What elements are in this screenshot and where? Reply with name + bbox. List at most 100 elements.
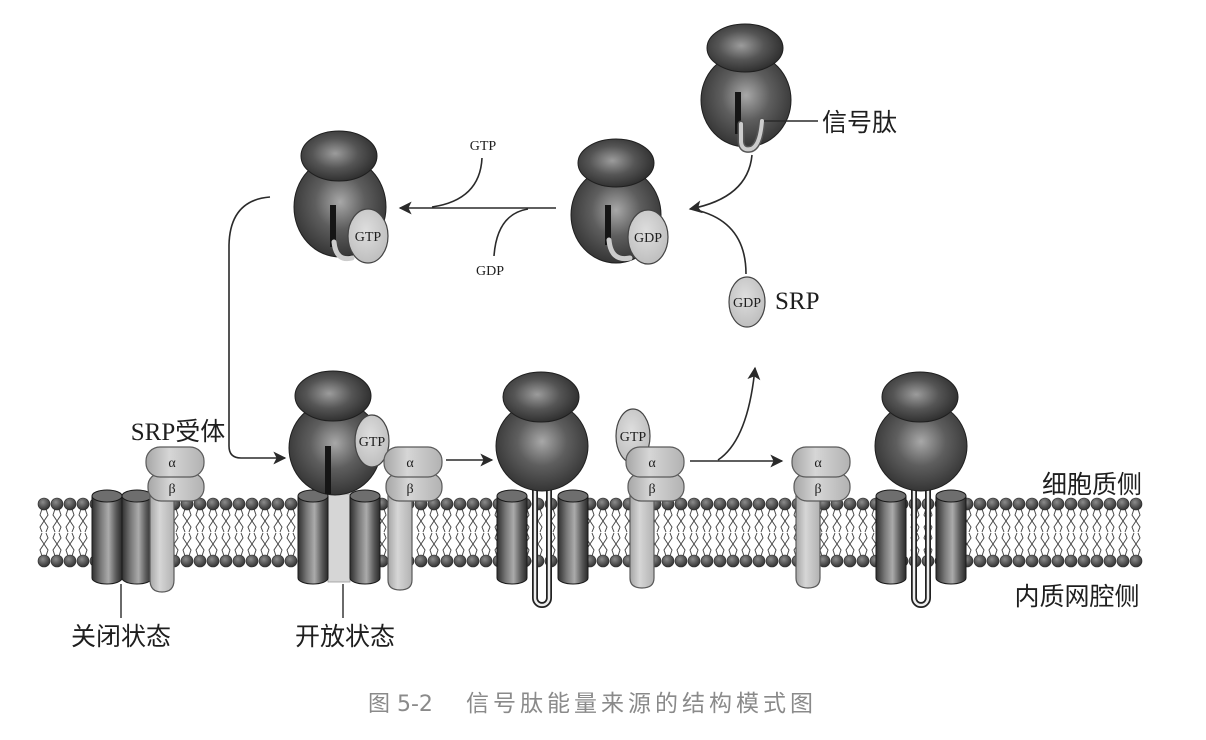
lipid-tail xyxy=(182,532,188,557)
free-srp: GDP SRP xyxy=(728,276,819,328)
translocon-cylinder xyxy=(557,489,589,585)
lipid-head xyxy=(752,554,766,568)
lipid-tail xyxy=(481,508,487,533)
lipid-tail xyxy=(1001,508,1007,533)
lipid-tail xyxy=(381,508,387,533)
ribosome-small-subunit xyxy=(300,130,378,182)
ribosome-srp-gtp: GTP xyxy=(293,130,389,264)
lipid-tail xyxy=(979,532,985,557)
lipid-tail xyxy=(416,532,422,557)
lipid-head xyxy=(661,554,675,568)
lipid-tail xyxy=(442,508,448,533)
er-lumen-side-label: 内质网腔侧 xyxy=(1014,582,1139,611)
lipid-tail xyxy=(728,532,734,557)
lipid-tail xyxy=(1053,508,1059,533)
lipid-head xyxy=(1077,497,1091,511)
cylinder-top xyxy=(121,489,153,503)
lipid-tail xyxy=(247,532,253,557)
lipid-tail xyxy=(78,508,84,533)
lipid-tail xyxy=(680,508,686,533)
lipid-head xyxy=(739,497,753,511)
lipid-head xyxy=(999,497,1013,511)
lipid-tail xyxy=(966,508,972,533)
arrow-srp-to-binding xyxy=(699,210,747,275)
lipid-tail xyxy=(459,508,465,533)
lipid-tail xyxy=(1057,532,1063,557)
lipid-tail xyxy=(845,508,851,533)
lipid-head xyxy=(1012,497,1026,511)
nucleotide-label: GDP xyxy=(733,296,761,311)
arrow-srp-release xyxy=(717,366,761,461)
receptor-alpha-label: α xyxy=(648,456,656,471)
lipid-tail xyxy=(1096,508,1102,533)
lipid-tail xyxy=(667,508,673,533)
signal-peptide xyxy=(606,237,633,262)
lipid-tail xyxy=(663,532,669,557)
lipid-tail xyxy=(784,508,790,533)
lipid-tail xyxy=(676,532,682,557)
lipid-tail xyxy=(69,508,75,533)
lipid-tail xyxy=(784,532,790,557)
lipid-tail xyxy=(225,532,231,557)
lipid-tail xyxy=(823,508,829,533)
lipid-head xyxy=(1116,554,1130,568)
lipid-tail xyxy=(728,508,734,533)
lipid-tail xyxy=(988,532,994,557)
lipid-head xyxy=(999,554,1013,568)
lipid-head xyxy=(609,554,623,568)
ribosome-translocating xyxy=(495,371,589,492)
translocon-translocating xyxy=(496,486,589,608)
receptor-transmembrane-stem xyxy=(149,493,175,593)
lipid-tail xyxy=(1122,508,1128,533)
lipid-tail xyxy=(702,532,708,557)
lipid-head xyxy=(765,554,779,568)
receptor-beta-label: β xyxy=(814,482,821,497)
lipid-tail xyxy=(286,532,292,557)
lipid-tail xyxy=(836,532,842,557)
lipid-tail xyxy=(754,532,760,557)
lipid-head xyxy=(596,497,610,511)
srp-receptor: α β xyxy=(791,446,851,589)
lipid-head xyxy=(726,554,740,568)
ribosome-small-subunit xyxy=(706,23,784,73)
signal-peptide-label: 信号肽 xyxy=(822,108,897,137)
lipid-tail xyxy=(1118,508,1124,533)
lipid-tail xyxy=(849,508,855,533)
lipid-tail xyxy=(251,532,257,557)
lipid-tail xyxy=(1122,532,1128,557)
er-membrane-lipid-bilayer xyxy=(37,497,1143,568)
lipid-head xyxy=(1103,554,1117,568)
lipid-tail xyxy=(602,508,608,533)
lipid-tail xyxy=(485,508,491,533)
lipid-tail xyxy=(208,532,214,557)
lipid-tail xyxy=(858,508,864,533)
gtp-input-label: GTP xyxy=(470,139,497,154)
receptor-alpha-subunit xyxy=(383,446,443,478)
lipid-tail xyxy=(732,508,738,533)
lipid-tail xyxy=(719,508,725,533)
lipid-head xyxy=(245,497,259,511)
lipid-head xyxy=(596,554,610,568)
lipid-tail xyxy=(715,532,721,557)
lipid-tail xyxy=(65,508,71,533)
lipid-head xyxy=(830,554,844,568)
lipid-head xyxy=(271,497,285,511)
lipid-head xyxy=(245,554,259,568)
srp-receptor-label: SRP受体 xyxy=(131,418,225,446)
srp-particle xyxy=(627,209,669,265)
srp-particle xyxy=(354,414,390,468)
lipid-head xyxy=(1051,497,1065,511)
lipid-tail xyxy=(1105,532,1111,557)
lipid-tail xyxy=(1092,532,1098,557)
lipid-tail xyxy=(598,508,604,533)
lipid-tail xyxy=(663,508,669,533)
open-state-label: 开放状态 xyxy=(295,622,395,651)
lipid-tail xyxy=(199,532,205,557)
lipid-tail xyxy=(247,508,253,533)
cylinder-body xyxy=(121,495,153,585)
lipid-tail xyxy=(65,532,71,557)
lipid-tail xyxy=(845,532,851,557)
lipid-tail xyxy=(602,532,608,557)
lipid-tail xyxy=(1018,532,1024,557)
peptide-exit-tunnel xyxy=(735,92,741,134)
